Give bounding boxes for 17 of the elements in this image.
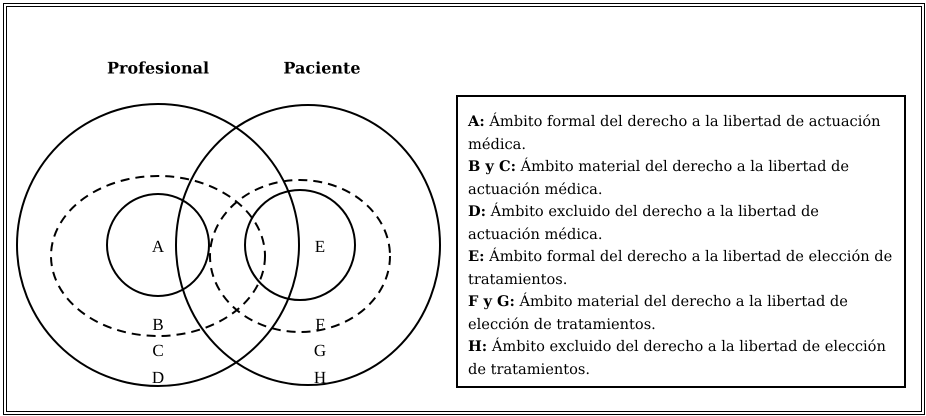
definition-text: E: Ámbito formal del derecho a la libertad de elección de tratamientos. [468, 246, 894, 290]
circle-title: Paciente [283, 58, 361, 78]
legend-box [456, 95, 906, 388]
region-letter: D [152, 368, 164, 388]
circle-title: Profesional [106, 58, 210, 78]
region-letter: A [152, 237, 164, 257]
region-letter: G [314, 341, 326, 361]
region-letter: E [314, 237, 326, 257]
region-letter: C [152, 341, 164, 361]
region-letter: F [315, 315, 325, 335]
region-letter: H [314, 368, 326, 388]
definition-text: A: Ámbito formal del derecho a la libertad de actuación médica. [468, 112, 882, 154]
definition-text: D: Ámbito excluido del derecho a la libertad de actuación médica. [468, 202, 820, 244]
definition-text: B y C: Ámbito material del derecho a la libertad de actuación médica. [468, 156, 850, 200]
definition-text: F y G: Ámbito material del derecho a la libertad de elección de tratamientos. [468, 292, 849, 334]
region-letter: B [152, 315, 164, 335]
definition-text: H: Ámbito excluido del derecho a la libertad de elección de tratamientos. [468, 336, 887, 380]
